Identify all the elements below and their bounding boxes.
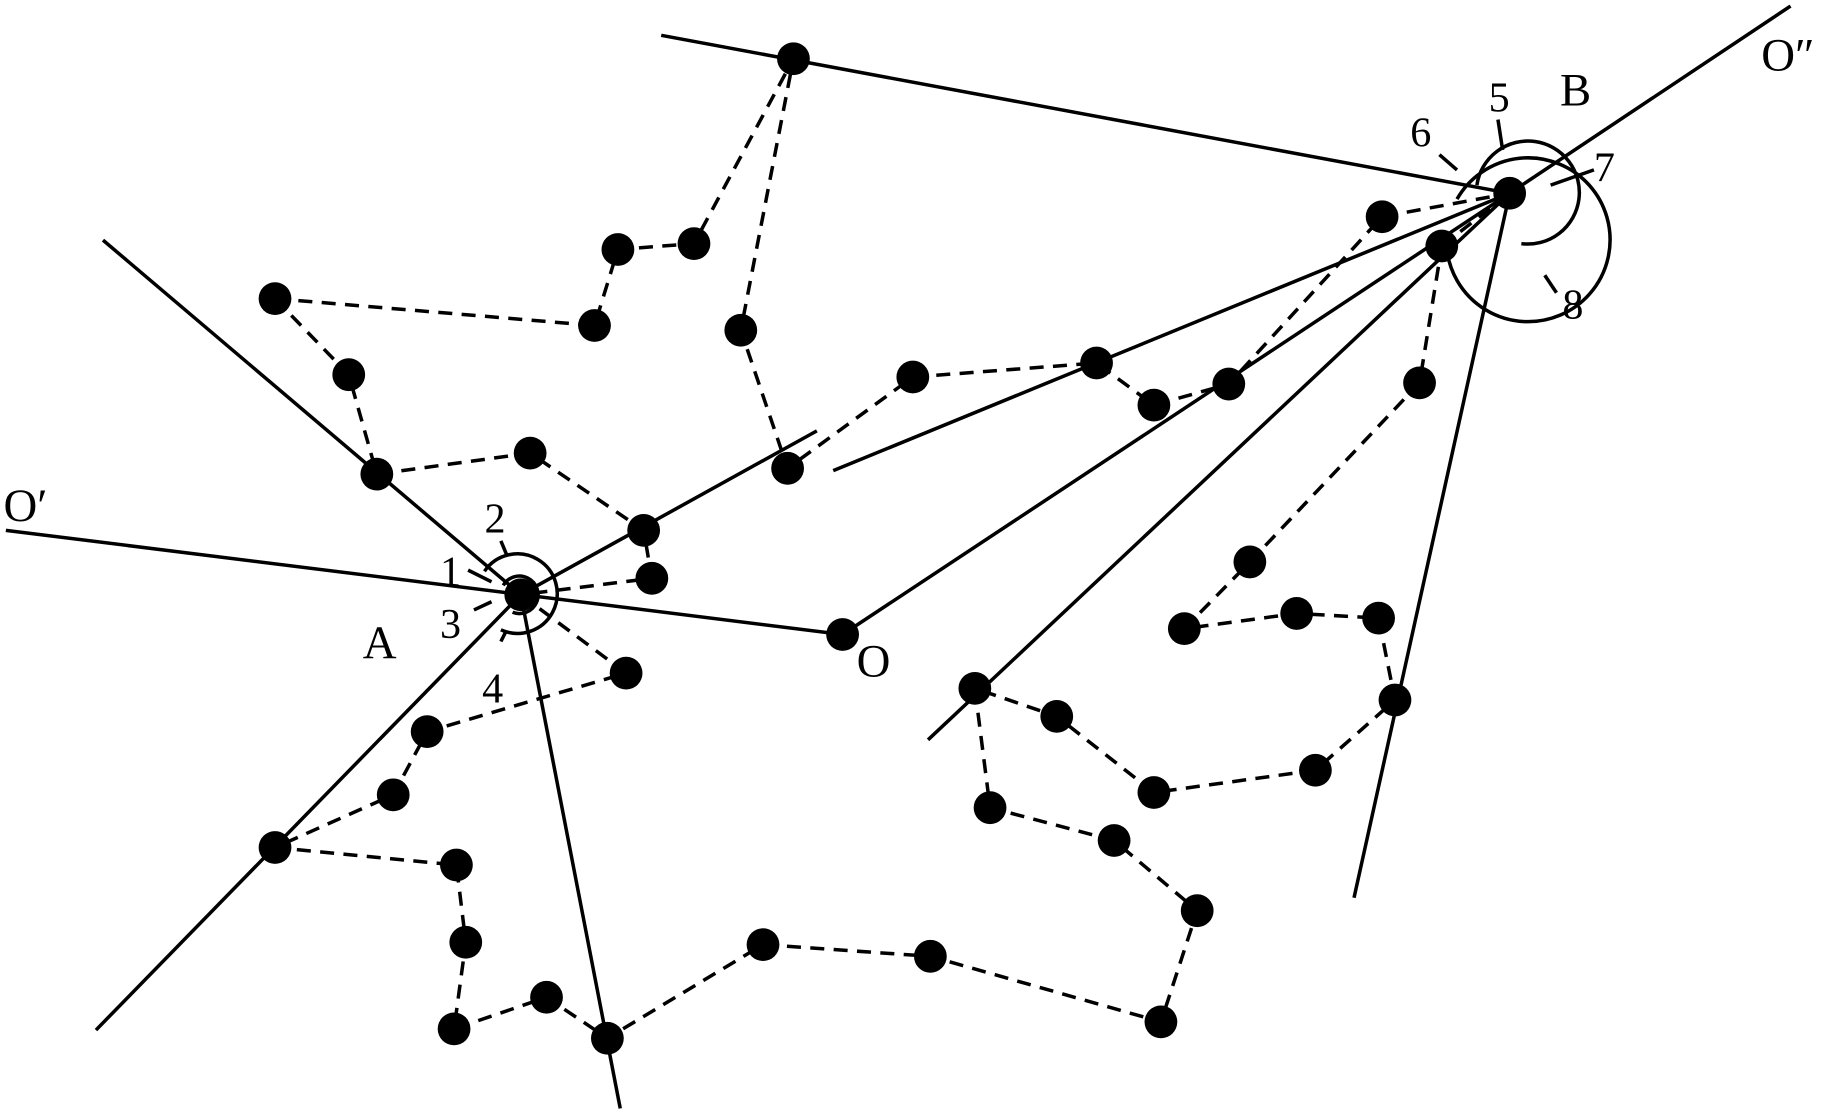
solid-line (1352, 192, 1512, 899)
node-dot (609, 656, 643, 690)
tick-4 (499, 631, 508, 643)
label-o: O (857, 636, 891, 688)
node-dot (530, 980, 563, 1014)
node-dot (437, 1012, 471, 1046)
node-dot (513, 436, 547, 470)
node-dot (1493, 176, 1527, 210)
node-dot (1362, 601, 1395, 635)
node-dot (360, 457, 394, 491)
tick-6 (1438, 153, 1459, 172)
label-b: B (1560, 65, 1591, 117)
node-dot (1299, 753, 1332, 787)
tick-1 (467, 568, 493, 584)
dashed-path (274, 57, 1510, 472)
label-o-prime: O′ (4, 480, 48, 532)
node-dot (1080, 346, 1113, 380)
solid-line (5, 528, 843, 637)
label-angle-6: 6 (1410, 109, 1431, 156)
node-dot (449, 925, 483, 959)
nodes (258, 42, 1527, 1055)
node-dot (440, 848, 473, 882)
node-dot (913, 939, 947, 973)
solid-line (101, 238, 522, 597)
node-dot (410, 715, 444, 749)
arc-b-outer (1444, 156, 1612, 324)
node-dot (332, 358, 366, 392)
node-dot (677, 227, 711, 261)
node-dot (896, 360, 930, 394)
solid-line (1508, 4, 1792, 195)
node-dot (777, 42, 810, 76)
tick-7 (1550, 168, 1595, 187)
node-dot (724, 313, 758, 347)
solid-line (832, 191, 1511, 473)
node-dot (1097, 824, 1131, 857)
solid-line (841, 191, 1511, 636)
node-dot (826, 618, 859, 651)
label-angle-2: 2 (484, 496, 505, 543)
dashed-path (273, 297, 654, 597)
arc-a-outer (483, 552, 559, 636)
node-dot (504, 578, 538, 612)
node-dot (258, 282, 292, 316)
tick-2 (499, 540, 509, 556)
label-angle-4: 4 (482, 665, 503, 712)
node-dot (958, 671, 992, 705)
label-angle-1: 1 (440, 548, 461, 595)
node-dot (1365, 200, 1399, 234)
node-dot (973, 791, 1007, 825)
tick-5 (1496, 119, 1505, 151)
node-dot (627, 513, 661, 547)
node-dot (1144, 1005, 1178, 1039)
label-angle-7: 7 (1594, 145, 1615, 192)
node-dot (635, 561, 669, 595)
tick-8 (1543, 274, 1558, 294)
label-angle-5: 5 (1489, 74, 1510, 121)
node-dot (376, 778, 410, 812)
node-dot (1280, 597, 1314, 630)
label-a: A (363, 617, 397, 669)
node-dot (1425, 229, 1459, 263)
node-dot (590, 1021, 624, 1055)
node-dot (1180, 894, 1214, 928)
solid-lines (5, 4, 1792, 1109)
angle-arcs (467, 119, 1612, 643)
node-dot (1378, 683, 1412, 717)
solid-line (926, 192, 1511, 742)
node-dot (1167, 612, 1201, 646)
node-dot (746, 928, 780, 962)
arc-b-inner (1475, 139, 1582, 246)
arc-a-inner (501, 574, 540, 616)
node-dot (1137, 776, 1171, 809)
solid-line (519, 429, 818, 597)
node-dot (258, 831, 292, 864)
label-angle-8: 8 (1562, 282, 1583, 329)
label-o-double-prime: O″ (1761, 29, 1814, 81)
node-dot (1212, 367, 1246, 401)
node-dot (601, 233, 635, 266)
tick-3 (473, 600, 493, 612)
labels: O′ O O″ A B 1 2 3 4 5 6 7 8 (4, 29, 1815, 712)
node-dot (1233, 545, 1267, 579)
node-dot (1040, 700, 1074, 733)
node-dot (771, 451, 804, 485)
node-dot (1403, 366, 1436, 400)
node-dot (1137, 388, 1171, 422)
node-dot (578, 309, 611, 342)
label-angle-3: 3 (440, 601, 461, 648)
solid-line (94, 593, 523, 1032)
